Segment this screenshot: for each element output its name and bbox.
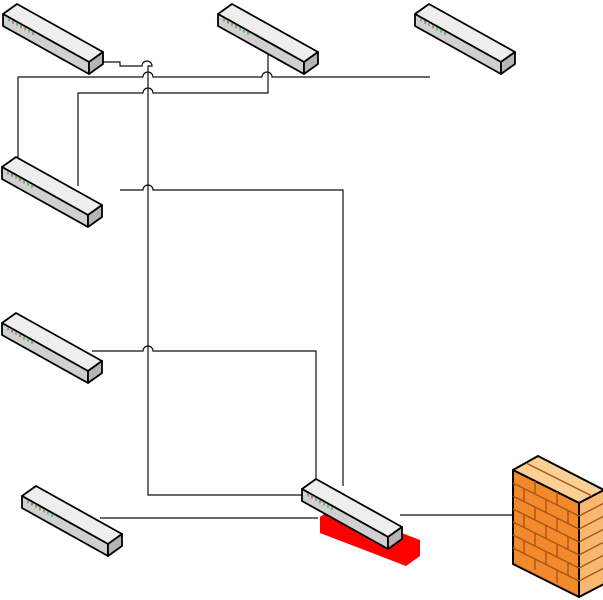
link-switch-1-core	[100, 60, 312, 496]
link-switch-4-core	[120, 184, 344, 486]
switch-5-icon[interactable]	[1, 312, 103, 384]
firewall-icon[interactable]	[512, 455, 603, 598]
switch-1-icon[interactable]	[2, 3, 104, 75]
firewall-bricks	[512, 462, 603, 583]
link-upper-horizontal	[17, 71, 430, 163]
link-switch-4-switch-2	[77, 38, 269, 186]
connections	[17, 38, 513, 519]
switch-6-icon[interactable]	[21, 485, 123, 557]
switch-4-icon[interactable]	[1, 156, 103, 228]
switches	[1, 3, 516, 557]
switch-3-icon[interactable]	[414, 3, 516, 75]
link-switch-5-core	[92, 345, 317, 484]
